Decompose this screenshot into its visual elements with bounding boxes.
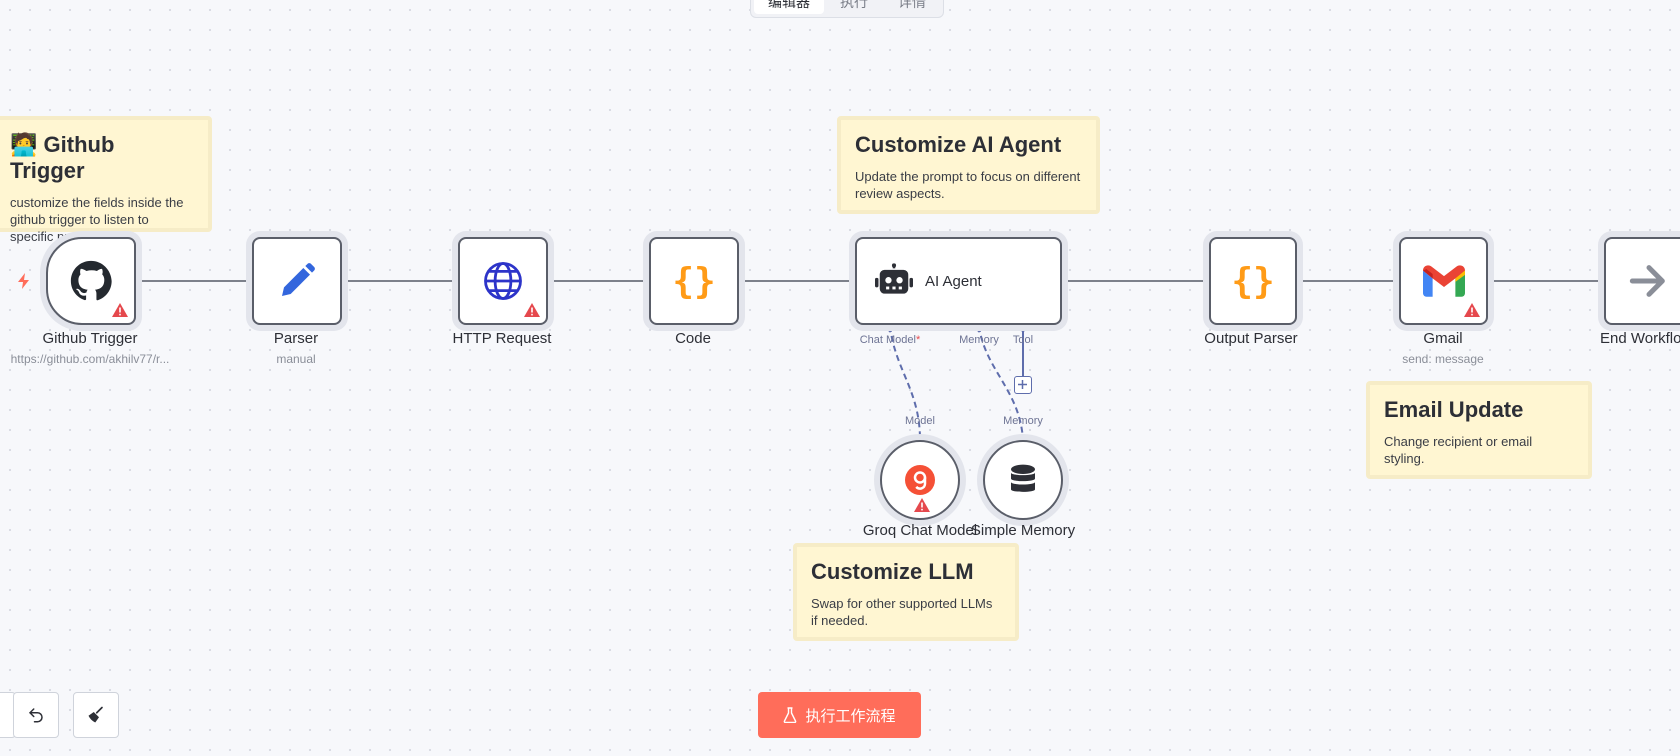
- curly-braces-icon: {}: [1231, 260, 1275, 302]
- connection-agent-memory: [978, 325, 1024, 441]
- clear-execution-button[interactable]: [73, 692, 119, 738]
- node-groq-chat-model[interactable]: [880, 440, 960, 520]
- node-output-parser[interactable]: {}: [1209, 237, 1297, 325]
- note-title: Customize LLM: [811, 559, 974, 584]
- add-tool-button[interactable]: [1014, 376, 1032, 394]
- undo-button[interactable]: [13, 692, 59, 738]
- tab-editor[interactable]: 编辑器: [754, 0, 824, 14]
- node-end-workflow[interactable]: [1604, 237, 1680, 325]
- node-http-request[interactable]: [458, 237, 548, 325]
- node-label: HTTP Request: [452, 330, 552, 347]
- robot-icon: [875, 263, 913, 294]
- note-title: Github Trigger: [10, 132, 115, 183]
- note-body: Swap for other supported LLMs if needed.: [811, 596, 993, 628]
- gmail-icon: [1422, 265, 1465, 297]
- github-icon: [70, 260, 112, 301]
- execute-workflow-button[interactable]: 执行工作流程: [758, 692, 921, 738]
- tab-executions[interactable]: 执行: [840, 0, 868, 10]
- warning-icon: [112, 303, 128, 317]
- node-label: End Workflo: [1600, 330, 1680, 347]
- flask-icon: [784, 707, 797, 723]
- port-label-chat-model: Chat Model*: [859, 334, 921, 346]
- warning-icon: [524, 303, 540, 317]
- node-ai-agent[interactable]: AI Agent: [855, 237, 1062, 325]
- database-icon: [1011, 464, 1035, 492]
- sticky-note-llm[interactable]: Customize LLM Swap for other supported L…: [793, 543, 1019, 641]
- connection-agent-chatmodel: [889, 325, 921, 441]
- sticky-note-agent[interactable]: Customize AI Agent Update the prompt to …: [837, 116, 1100, 214]
- node-subtitle: manual: [276, 352, 316, 366]
- node-label: Github Trigger: [42, 330, 138, 347]
- arrow-right-icon: [1629, 265, 1665, 297]
- warning-icon: [914, 498, 930, 512]
- node-label: Code: [675, 330, 711, 347]
- node-label: Parser: [273, 330, 319, 347]
- node-parser[interactable]: [252, 237, 342, 325]
- note-title: Email Update: [1384, 397, 1524, 422]
- note-body: Update the prompt to focus on different …: [855, 169, 1081, 201]
- sticky-note-email[interactable]: Email Update Change recipient or email s…: [1366, 381, 1592, 479]
- broom-icon: [88, 706, 103, 723]
- tab-details[interactable]: 详情: [898, 0, 926, 10]
- node-label: Groq Chat Model: [862, 522, 978, 539]
- node-label: Gmail: [1423, 330, 1463, 347]
- globe-icon: [484, 262, 522, 300]
- undo-icon: [29, 708, 43, 723]
- node-subtitle: https://github.com/akhilv77/r...: [10, 352, 170, 366]
- node-github-trigger[interactable]: [46, 237, 136, 325]
- execute-workflow-label: 执行工作流程: [805, 707, 896, 725]
- port-label-tool: Tool: [1012, 334, 1034, 346]
- lightning-icon: [18, 273, 29, 289]
- node-label: Output Parser: [1204, 330, 1298, 347]
- node-label: AI Agent: [925, 272, 982, 290]
- sticky-note-github[interactable]: 🧑‍💻 Github Trigger customize the fields …: [0, 116, 212, 244]
- port-label-memory: Memory: [959, 334, 999, 346]
- pencil-icon: [282, 263, 315, 296]
- node-code[interactable]: {}: [649, 237, 739, 325]
- plus-icon: [1018, 380, 1027, 389]
- note-title: Customize AI Agent: [855, 132, 1062, 157]
- node-label: Simple Memory: [970, 522, 1076, 539]
- port-label-model: Model: [905, 415, 935, 427]
- node-subtitle: send: message: [1402, 352, 1484, 366]
- port-label-memory-input: Memory: [1003, 415, 1043, 427]
- curly-braces-icon: {}: [672, 260, 716, 302]
- groq-icon: [905, 465, 935, 495]
- warning-icon: [1464, 303, 1480, 317]
- node-gmail[interactable]: [1399, 237, 1488, 325]
- technologist-emoji-icon: 🧑‍💻: [10, 132, 38, 157]
- note-body: Change recipient or email styling.: [1384, 434, 1533, 466]
- top-tab-bar: 编辑器 执行 详情: [750, 0, 944, 18]
- node-simple-memory[interactable]: [983, 440, 1063, 520]
